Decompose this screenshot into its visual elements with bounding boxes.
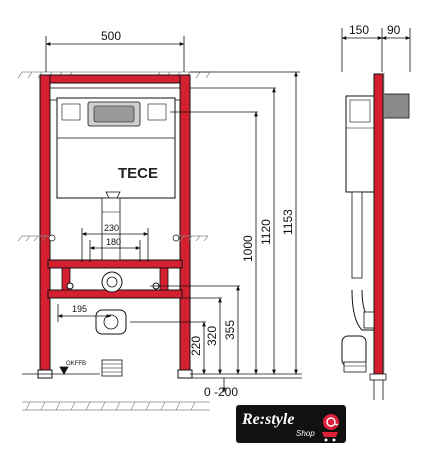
flush-pipe	[101, 197, 121, 261]
front-view: TECE 230 180	[17, 29, 302, 411]
dim-150-90	[341, 28, 411, 72]
side-view: 150 90	[341, 23, 411, 400]
floor-hatch	[22, 401, 210, 411]
side-drain-bend	[341, 335, 367, 367]
floor-marker-label: OKFFB	[66, 361, 86, 367]
side-frame	[373, 73, 384, 375]
vertical-dims	[130, 71, 302, 393]
cart-at-icon	[322, 414, 339, 442]
dim-195-label: 195	[72, 304, 87, 314]
dim-220-label: 220	[189, 336, 203, 356]
dim-230-180	[81, 228, 149, 262]
brand-label: TECE	[118, 165, 158, 182]
cistern: TECE	[56, 97, 176, 199]
dim-floor-range-label: 0 -200	[204, 385, 238, 399]
dim-500-label: 500	[101, 29, 121, 43]
mid-wall-hatch	[17, 234, 209, 242]
dim-230-label: 230	[104, 223, 119, 233]
dim-500	[45, 36, 185, 72]
floor-marker	[22, 366, 100, 375]
logo-subtitle: Shop	[296, 429, 315, 438]
dim-320-label: 320	[205, 326, 219, 346]
shop-logo: Re:style Shop	[236, 405, 346, 443]
dim-1000-label: 1000	[241, 235, 255, 262]
logo-title: Re:style	[241, 411, 294, 428]
side-pipe	[351, 191, 363, 279]
dim-150-label: 150	[349, 23, 369, 37]
dim-180-label: 180	[106, 237, 121, 247]
dim-195	[57, 304, 112, 322]
dim-355-label: 355	[223, 320, 237, 340]
dim-90-label: 90	[387, 23, 401, 37]
side-button-plate	[382, 93, 410, 119]
dim-1120-label: 1120	[259, 219, 273, 245]
dim-1153-label: 1153	[281, 209, 295, 235]
frame	[37, 74, 193, 379]
